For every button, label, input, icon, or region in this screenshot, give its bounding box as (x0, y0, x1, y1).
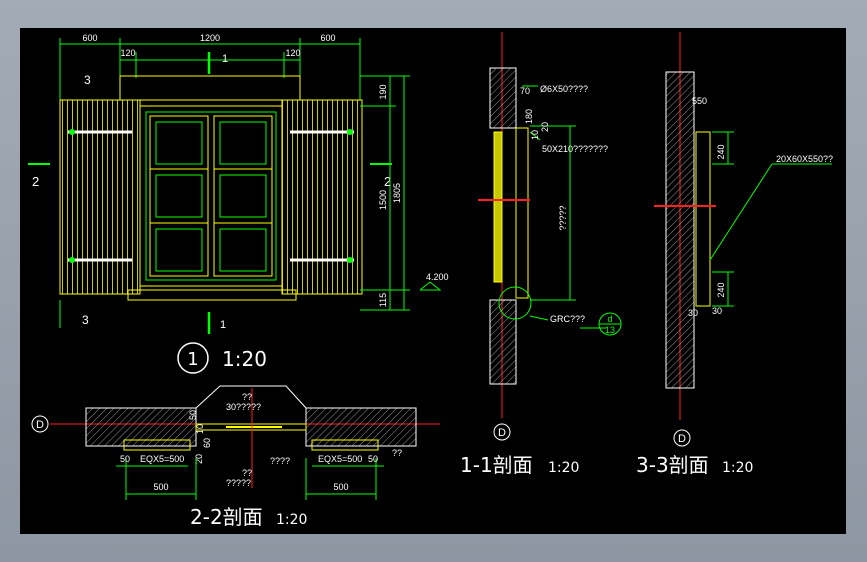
section-1-1-dim-70: 70 (520, 86, 530, 96)
section-2-2-note-3: ?? (242, 468, 252, 478)
dim-600-left: 600 (82, 33, 97, 43)
section-2-2-dim-10: 10 (195, 424, 205, 434)
window-sill (127, 289, 297, 301)
section-1-1-dims (522, 85, 606, 329)
section-3-3-dim-550: 550 (692, 96, 707, 106)
level-4200: 4.200 (426, 272, 449, 282)
shutter-plan-left (123, 439, 191, 451)
section-1-1-note-grc: GRC??? (550, 314, 585, 324)
window-head (119, 75, 301, 101)
section-3-3-dim-30-right: 30 (712, 306, 722, 316)
section-3-3-title: 3-3剖面 (636, 453, 709, 477)
section-1-1-title: 1-1剖面 (460, 453, 533, 477)
section-label-1-top: 1 (222, 53, 228, 65)
dim-600-right: 600 (320, 33, 335, 43)
elevation-title-circle (177, 342, 209, 374)
section-2-2-note-1: ?? (242, 392, 252, 402)
elevation-right-dimensions (360, 75, 442, 311)
section-2-2-note-5: ???? (270, 456, 290, 466)
section-3-3-dims (709, 131, 832, 307)
shutter-left (59, 99, 141, 295)
cad-drawing: 600 1200 600 120 120 1 3 (28, 32, 833, 529)
section-2-2-dim-60: 60 (202, 438, 212, 448)
section-1-1-scale: 1:20 (548, 460, 579, 476)
section-1-1: Ø6X50???? 50X210??????? ????? GRC??? 70 … (460, 32, 622, 477)
wall-3-3 (665, 71, 695, 389)
section-2-2-dim-50-left: 50 (120, 454, 130, 464)
axis-bubble-1-1 (493, 423, 511, 441)
head-outline-2-2 (195, 385, 307, 409)
section-3-3-note-batten: 20X60X550?? (776, 154, 833, 164)
detail-circle-1-1 (498, 286, 532, 320)
section-2-2: D ?? 30????? ?? ????? ???? ?? 50 10 60 2… (31, 385, 440, 529)
shutter-section-3-3 (695, 131, 711, 307)
elevation-title-number: 1 (187, 349, 198, 370)
section-2-2-note-4: ????? (226, 478, 251, 488)
section-label-3-top: 3 (84, 73, 91, 87)
section-label-2-left: 2 (32, 174, 39, 189)
section-3-3: 550 240 240 30 30 20X60X550?? D 3-3剖面 1:… (636, 32, 833, 477)
dim-1805: 1805 (392, 183, 402, 203)
shutter-right (281, 99, 363, 295)
section-1-1-dim-180: 180 (524, 109, 534, 124)
window-plan (195, 423, 307, 431)
dim-1200: 1200 (200, 33, 220, 43)
detail-ref-letter: d (607, 314, 612, 324)
section-2-2-note-2: 30????? (226, 402, 261, 412)
section-1-1-dim-10: 10 (530, 130, 540, 140)
section-2-2-dims (116, 458, 384, 500)
dim-115: 115 (378, 293, 388, 307)
section-1-1-note-wood: 50X210??????? (542, 144, 608, 154)
section-2-2-title: 2-2剖面 (190, 505, 263, 529)
wall-lower-1-1 (489, 299, 517, 385)
section-2-2-dim-20: 20 (194, 454, 204, 464)
section-2-2-scale: 1:20 (276, 512, 307, 528)
section-3-3-scale: 1:20 (722, 460, 753, 476)
section-2-2-dim-500-left: 500 (153, 482, 168, 492)
section-2-2-eq-left: EQX5=500 (140, 454, 184, 464)
axis-bubble-3-3 (673, 429, 691, 447)
axis-bubble-2-2 (31, 415, 49, 433)
drawing-canvas[interactable]: 600 1200 600 120 120 1 3 (20, 28, 846, 534)
elevation-title-scale: 1:20 (222, 347, 267, 371)
section-1-1-note-anchor: Ø6X50???? (540, 84, 588, 94)
section-3-3-dim-30-left: 30 (688, 308, 698, 318)
wall-upper-1-1 (489, 67, 517, 129)
axis-label-3-3: D (678, 433, 686, 445)
section-2-2-dim-50-right: 50 (368, 454, 378, 464)
dim-1500: 1500 (378, 190, 388, 210)
glass-section-1-1 (493, 131, 503, 283)
frame-section-1-1 (515, 127, 529, 299)
section-2-2-dim-500-right: 500 (333, 482, 348, 492)
section-3-3-dim-240-bottom: 240 (716, 282, 726, 297)
dim-190: 190 (378, 84, 388, 99)
window-frame (139, 105, 283, 287)
section-3-3-dim-240-top: 240 (716, 144, 726, 159)
shutter-plan-right (311, 439, 379, 451)
dim-120-right: 120 (285, 48, 300, 58)
section-label-3-bottom: 3 (82, 313, 89, 327)
section-2-2-note-6: ?? (392, 448, 402, 458)
section-1-1-dim-20: 20 (540, 122, 550, 132)
axis-label-2-2: D (36, 419, 44, 431)
section-label-2-right: 2 (384, 174, 391, 189)
detail-ref-sheet: 13 (605, 325, 615, 335)
section-2-2-eq-right: EQX5=500 (318, 454, 362, 464)
section-1-1-note-height: ????? (558, 205, 568, 230)
window-elevation: 600 1200 600 120 120 1 3 (28, 33, 449, 374)
section-2-2-dim-50: 50 (188, 410, 198, 420)
section-label-1-bottom: 1 (220, 319, 226, 331)
dim-120-left: 120 (120, 48, 135, 58)
axis-label-1-1: D (498, 427, 506, 439)
